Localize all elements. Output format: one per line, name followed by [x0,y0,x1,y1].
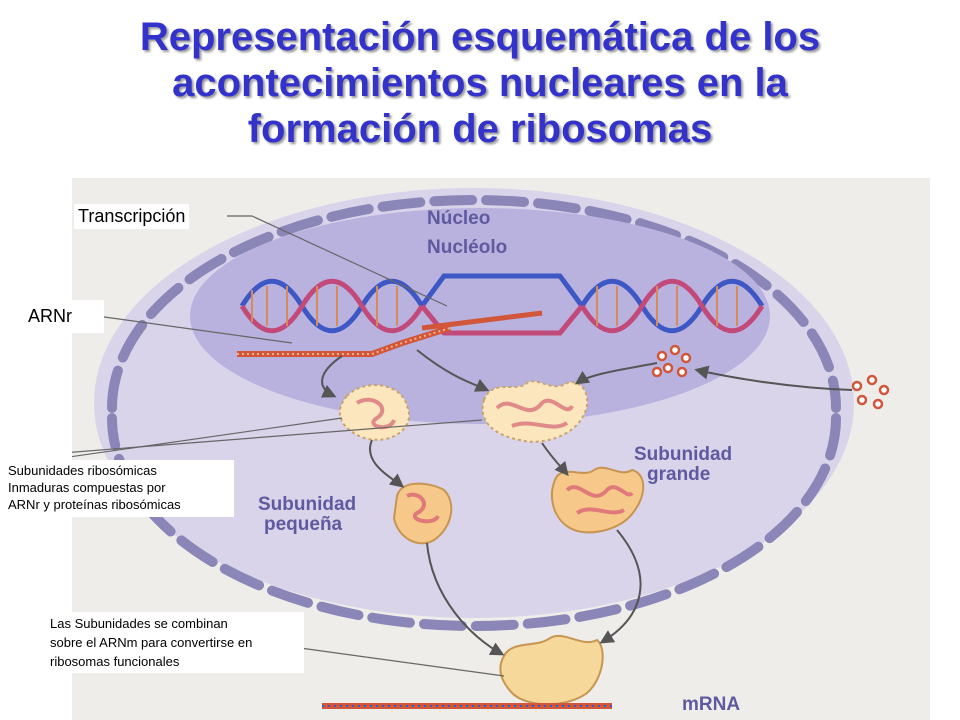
page-title: Representación esquemática de los aconte… [0,14,960,152]
functional-ribosome [499,635,604,706]
title-line: acontecimientos nucleares en la [172,61,788,105]
callout-lines [72,215,505,677]
ribosome-diagram: Núcleo Nucléolo Subunidad grande Subunid… [72,178,930,720]
callout-line: Subunidades ribosómicas [8,463,157,478]
small-subunit [392,482,453,545]
callout-line: ARNr y proteínas ribosómicas [8,497,181,512]
flow-arrows [320,349,853,656]
callout-line: Inmaduras compuestas por [8,480,166,495]
ribosomal-proteins [651,344,890,410]
arnr-callout: ARNr [24,300,104,333]
nucleolus [190,208,770,424]
large-subunit-label: grande [647,464,710,485]
small-subunit-label: Subunidad [258,494,356,515]
subunits-combine-callout: Las Subunidades se combinan sobre el ARN… [48,612,304,673]
nucleo-label: Núcleo [427,208,490,229]
callout-line: Las Subunidades se combinan [50,616,228,631]
rrna-transcript [237,310,543,357]
immature-subunits-callout: Subunidades ribosómicas Inmaduras compue… [6,460,234,517]
dna-helix [239,273,765,336]
diagram-canvas: Núcleo Nucléolo Subunidad grande Subunid… [72,188,890,715]
title-line: Representación esquemática de los [139,15,821,59]
large-subunit [550,466,645,534]
transcripcion-callout: Transcripción [74,204,190,229]
mrna-label: mRNA [682,694,740,715]
dna-base-pairs [251,286,738,326]
small-subunit-label: pequeña [264,514,343,535]
title-line: formación de ribosomas [247,107,713,151]
nucleolo-label: Nucléolo [427,237,507,258]
large-subunit-label: Subunidad [634,444,732,465]
immature-small-subunit [338,384,410,441]
immature-large-subunit [481,380,589,443]
callout-line: ribosomas funcionales [50,654,180,669]
callout-line: sobre el ARNm para convertirse en [50,635,253,650]
